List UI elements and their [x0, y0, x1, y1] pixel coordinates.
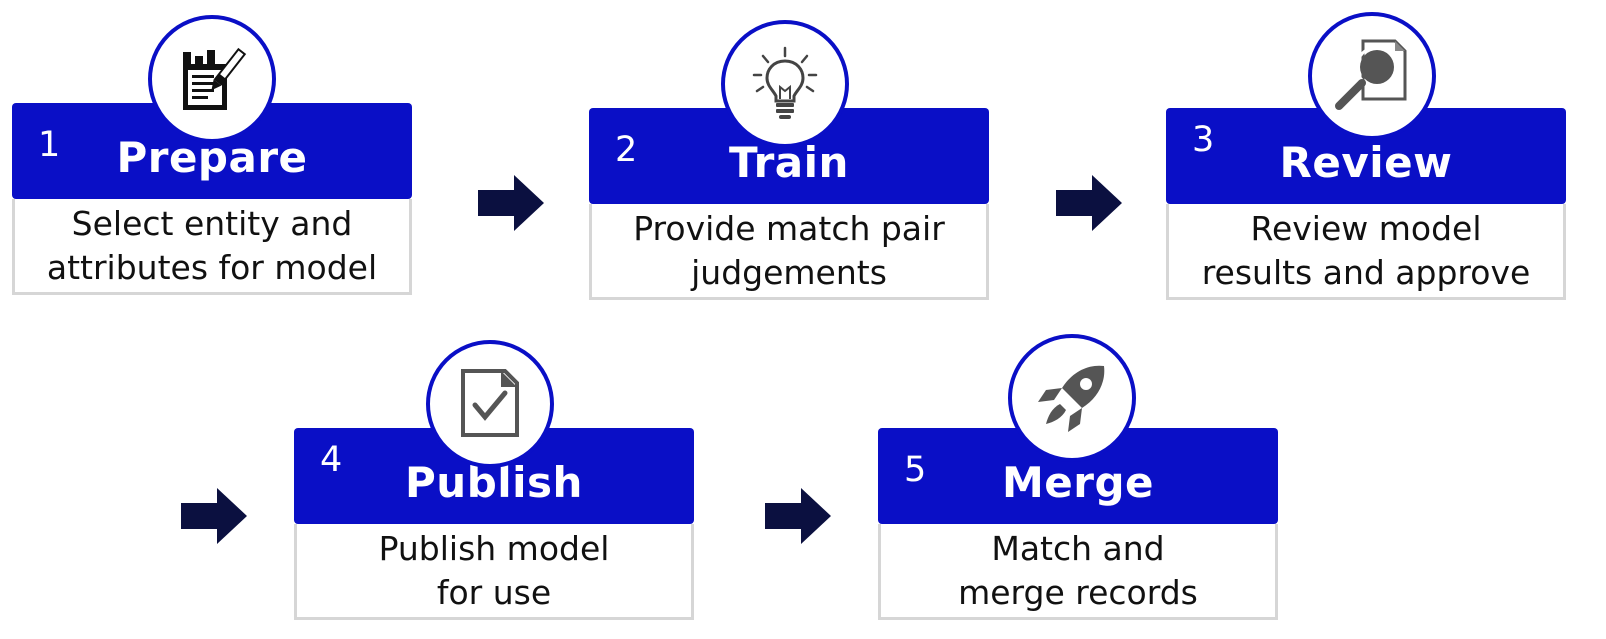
step-description-line: Match and [991, 528, 1165, 568]
step-icon-circle [148, 15, 276, 143]
lightbulb-icon [752, 46, 818, 119]
step-description-line: merge records [958, 572, 1198, 612]
step-title: Review [1279, 138, 1453, 187]
step-header: 3 Review [1166, 108, 1566, 204]
step-description-line: attributes for model [46, 247, 378, 287]
step-description: Provide match pair judgements [589, 204, 989, 300]
step-description-line: judgements [691, 252, 887, 292]
step-description-line: for use [436, 572, 552, 612]
step-description-line: Publish model [378, 528, 610, 568]
step-number: 4 [320, 440, 343, 480]
step-number: 3 [1192, 120, 1215, 160]
step-description: Select entity and attributes for model [12, 199, 412, 295]
edit-checklist-icon [183, 47, 247, 110]
rocket-icon [1038, 365, 1105, 432]
flow-arrow-icon [478, 175, 544, 231]
step-number: 2 [615, 130, 638, 170]
step-description-line: Provide match pair [633, 208, 945, 248]
step-title: Merge [1001, 458, 1155, 507]
step-description: Review model results and approve [1166, 204, 1566, 300]
flow-arrow-icon [181, 488, 247, 544]
flow-arrow-icon [1056, 175, 1122, 231]
step-icon-circle [1308, 12, 1436, 140]
step-icon-circle [1008, 334, 1136, 462]
step-description-line: results and approve [1201, 252, 1531, 292]
step-description-line: Review model [1250, 208, 1482, 248]
step-description: Match and merge records [878, 524, 1278, 620]
checked-document-icon [461, 369, 519, 437]
step-icon-circle [721, 20, 849, 148]
step-number: 1 [38, 125, 61, 165]
step-description-line: Select entity and [71, 203, 353, 243]
step-description: Publish model for use [294, 524, 694, 620]
search-document-icon [1335, 39, 1407, 110]
step-number: 5 [904, 450, 927, 490]
flow-arrow-icon [765, 488, 831, 544]
step-icon-circle [426, 340, 554, 468]
